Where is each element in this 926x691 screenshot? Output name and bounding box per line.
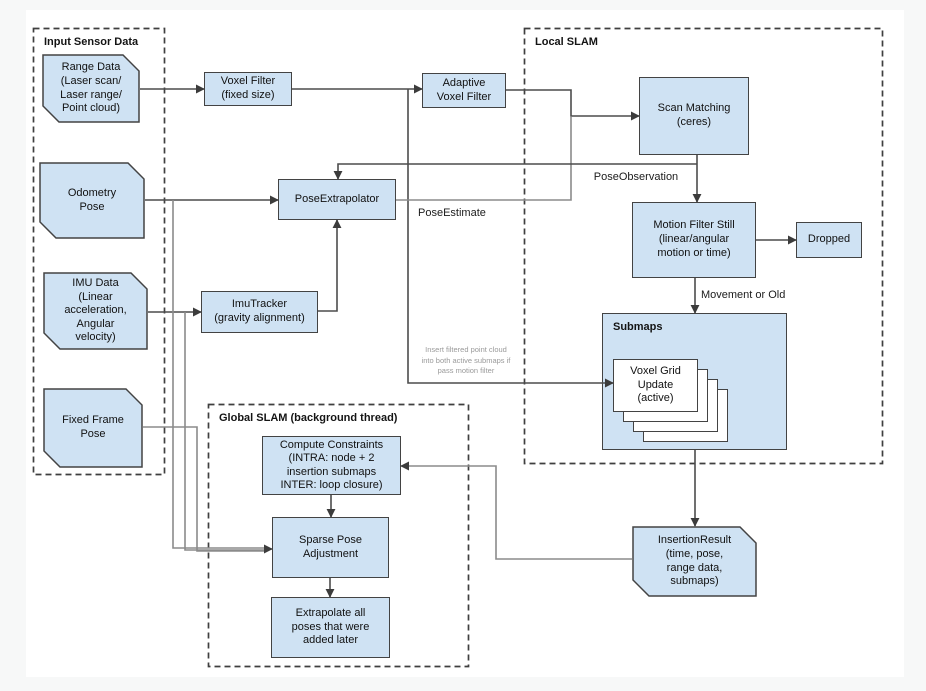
node-insertion-result: InsertionResult (time, pose, range data,… <box>632 526 757 597</box>
clipped-rect-shape <box>42 54 140 123</box>
edge-label-pose-observation: PoseObservation <box>593 171 679 183</box>
node-adaptive-voxel-filter: Adaptive Voxel Filter <box>422 73 506 108</box>
submaps-label: Submaps <box>613 321 663 333</box>
node-fixed-frame-pose: Fixed Frame Pose <box>43 388 143 468</box>
node-pose-extrapolator: PoseExtrapolator <box>278 179 396 220</box>
node-range-data: Range Data (Laser scan/ Laser range/ Poi… <box>42 54 140 123</box>
group-global-slam-label: Global SLAM (background thread) <box>219 412 398 424</box>
node-scan-matching: Scan Matching (ceres) <box>639 77 749 155</box>
node-voxel-grid-update: Voxel Grid Update (active) <box>613 359 698 412</box>
node-motion-filter: Motion Filter Still (linear/angular moti… <box>632 202 756 278</box>
edge-label-pose-estimate: PoseEstimate <box>418 207 486 219</box>
node-sparse-pose-adjustment: Sparse Pose Adjustment <box>272 517 389 578</box>
node-imu-tracker: ImuTracker (gravity alignment) <box>201 291 318 333</box>
clipped-rect-shape <box>39 162 145 239</box>
node-odometry-pose: Odometry Pose <box>39 162 145 239</box>
node-dropped: Dropped <box>796 222 862 258</box>
group-local-slam-label: Local SLAM <box>535 36 598 48</box>
node-extrapolate-poses: Extrapolate all poses that were added la… <box>271 597 390 658</box>
node-imu-data: IMU Data (Linear acceleration, Angular v… <box>43 272 148 350</box>
clipped-rect-shape <box>43 388 143 468</box>
node-compute-constraints: Compute Constraints (INTRA: node + 2 ins… <box>262 436 401 495</box>
group-input-sensor-data-label: Input Sensor Data <box>44 36 139 48</box>
edge-label-movement-or-old: Movement or Old <box>701 289 786 301</box>
insert-filtered-note: Insert filtered point cloud into both ac… <box>421 345 511 375</box>
node-voxel-filter: Voxel Filter (fixed size) <box>204 72 292 106</box>
clipped-rect-shape <box>632 526 757 597</box>
clipped-rect-shape <box>43 272 148 350</box>
